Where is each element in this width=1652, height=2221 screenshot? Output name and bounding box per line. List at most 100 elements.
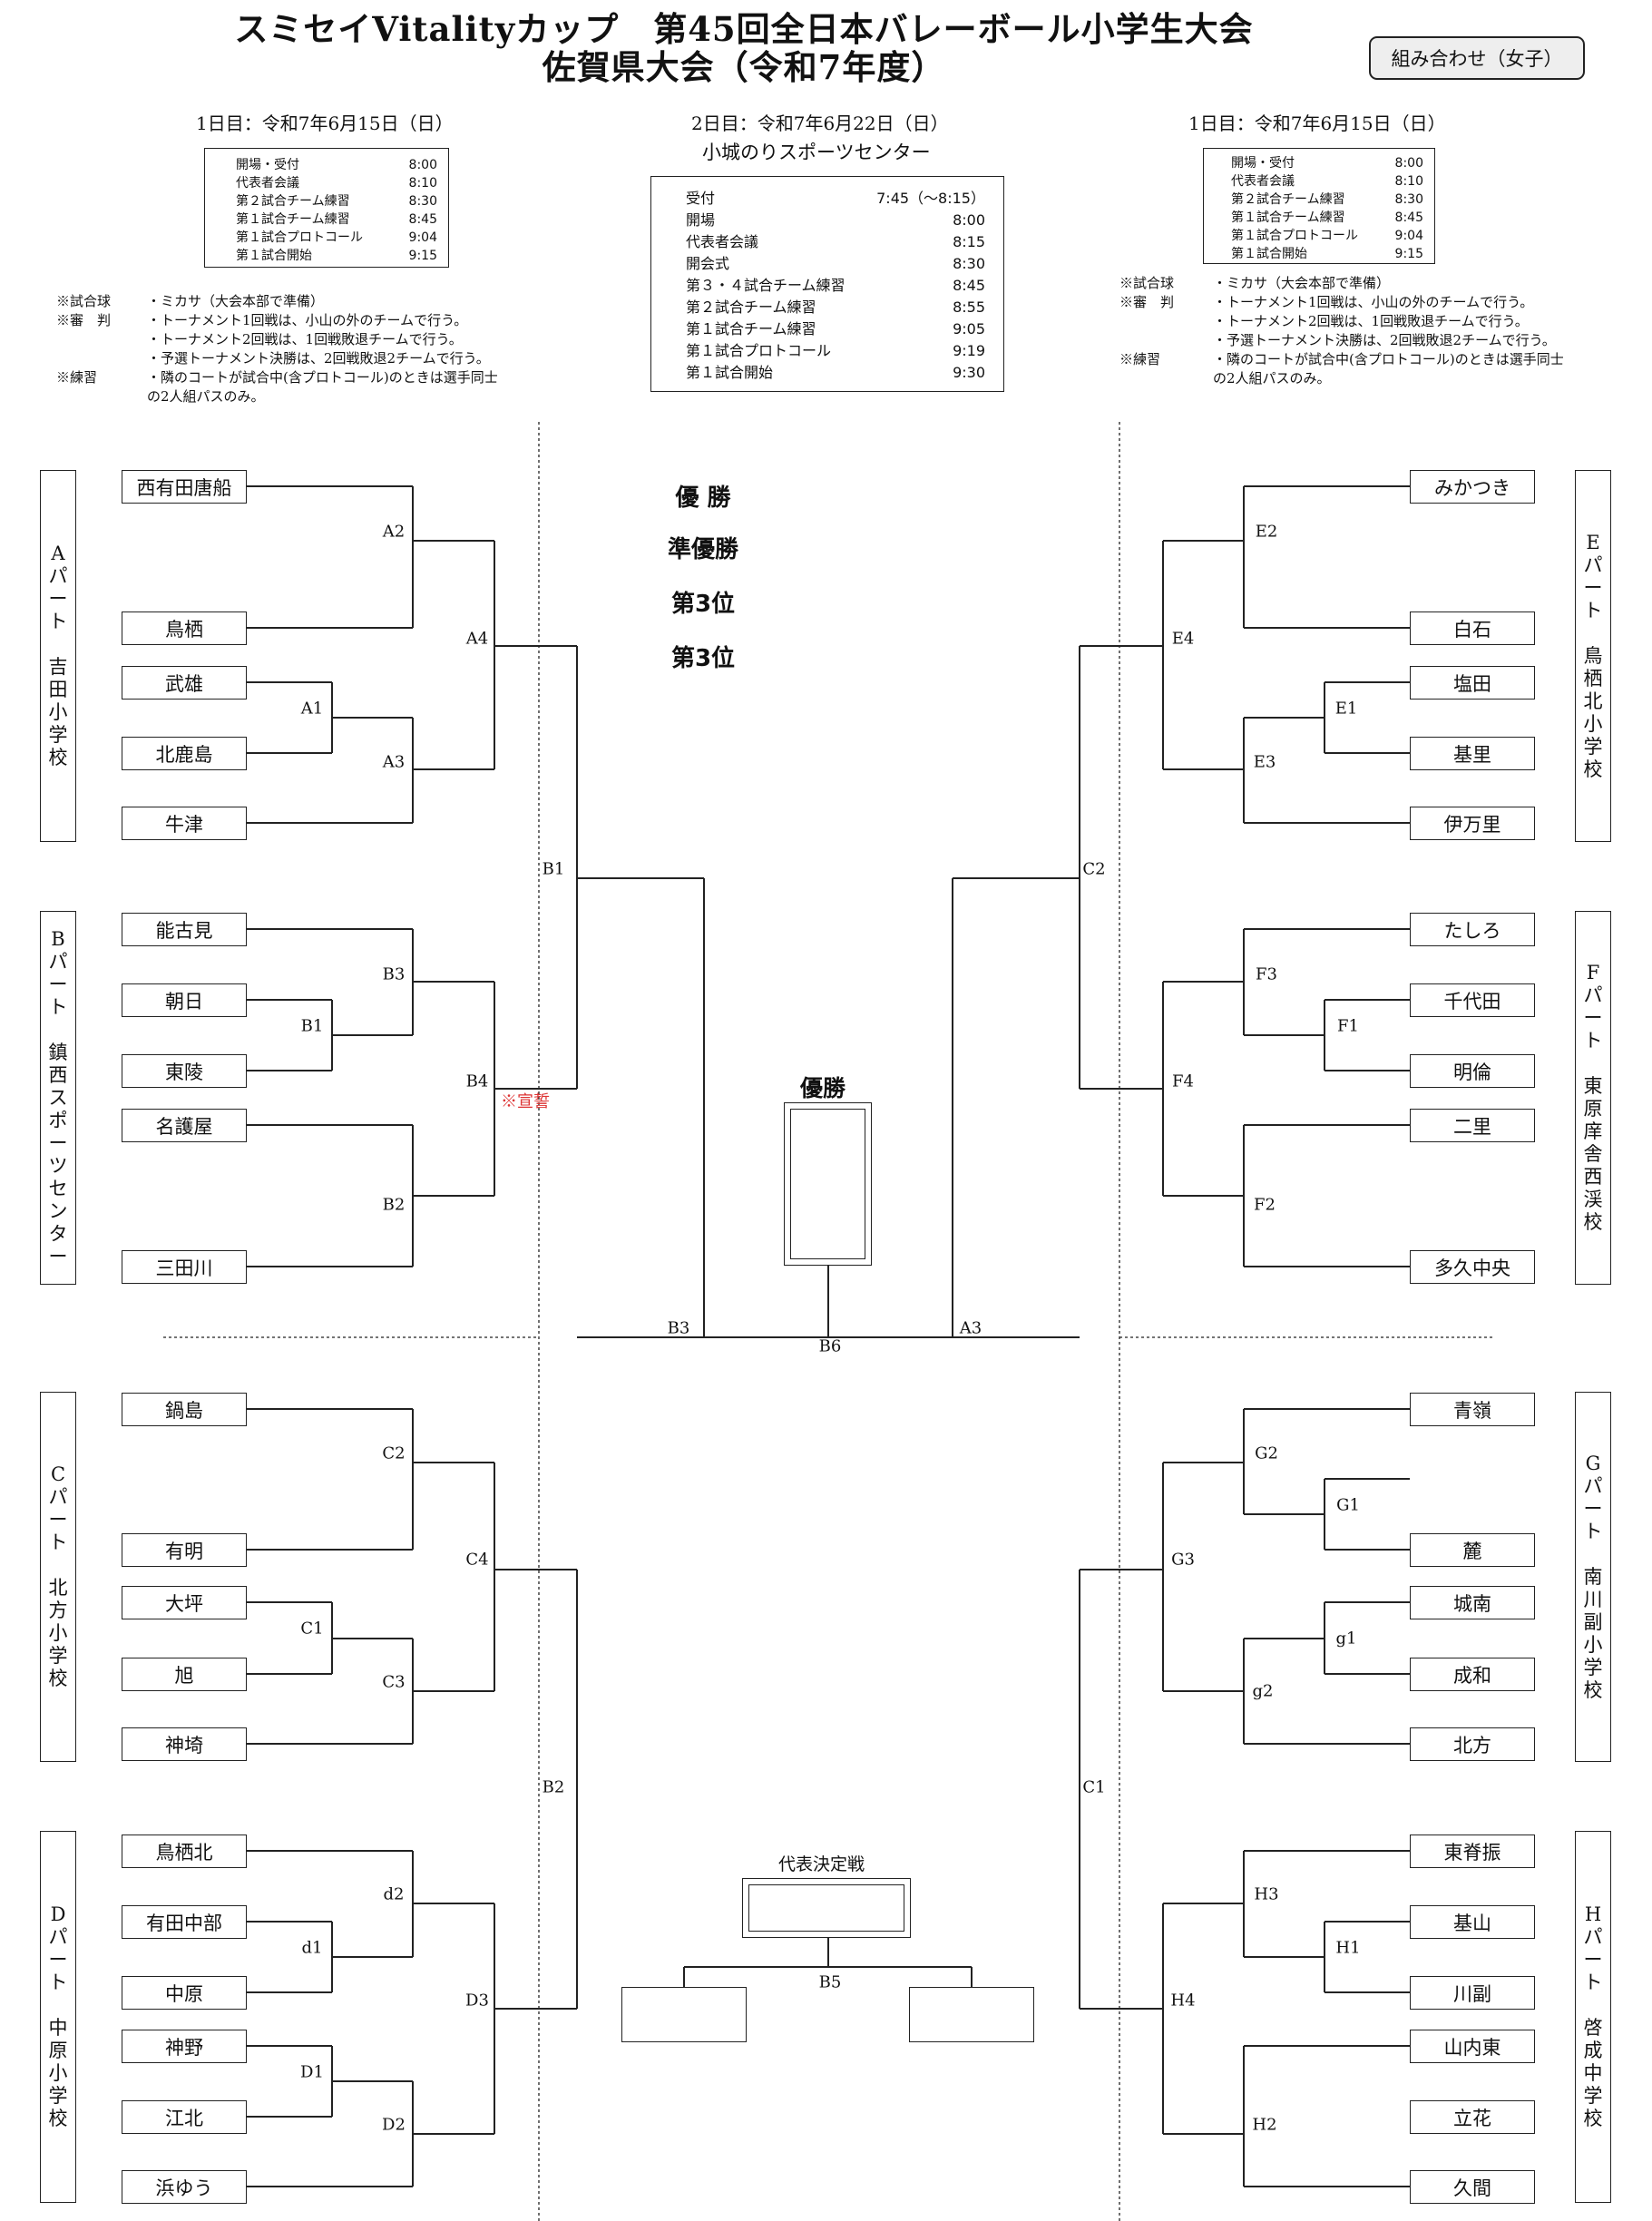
team-box: 北鹿島: [122, 737, 247, 770]
honor-3: 第3位: [670, 591, 736, 618]
match-label: A3: [382, 752, 406, 772]
match-label: H4: [1170, 1991, 1196, 2011]
part-char: 小: [1583, 1633, 1603, 1656]
part-char: 方: [48, 1600, 68, 1621]
match-label: C2: [1082, 859, 1106, 879]
note-text: ・ミカサ（大会本部で準備）: [147, 293, 325, 309]
part-char: 舎: [1583, 1143, 1603, 1165]
part-char: D: [50, 1903, 66, 1925]
note-text: の2人組パスのみ。: [147, 388, 265, 405]
schedule-time: 9:19: [953, 342, 985, 359]
part-char: 副: [1583, 1610, 1603, 1633]
note-label: ※練習: [1119, 351, 1161, 367]
note-label: ※審 判: [56, 312, 112, 328]
schedule-time: 7:45（～8:15）: [876, 190, 985, 207]
part-char: ト: [48, 1972, 68, 1993]
part-char: 校: [1583, 1211, 1603, 1233]
schedule-time: 8:15: [953, 233, 985, 250]
match-label: F2: [1254, 1195, 1276, 1215]
schedule-time: 8:45: [953, 277, 985, 294]
part-char: C: [50, 1463, 66, 1485]
rep-left-box: [621, 1987, 747, 2042]
team-box: 江北: [122, 2100, 247, 2134]
note-text: ・隣のコートが試合中(含プロトコール)のときは選手同士: [1213, 351, 1564, 367]
team-box: 東陵: [122, 1054, 247, 1088]
note-row: ※試合球・ミカサ（大会本部で準備）: [56, 292, 498, 311]
team-box: 二里: [1410, 1109, 1535, 1142]
honor-1: 優 勝: [675, 484, 731, 512]
part-char: 学: [1583, 1656, 1603, 1678]
part-char: F: [1586, 962, 1600, 983]
match-label: H2: [1252, 2115, 1277, 2135]
match-label: A4: [465, 629, 489, 649]
match-label: E3: [1253, 752, 1276, 772]
part-char: パ: [1583, 984, 1603, 1006]
champion-box: [784, 1102, 872, 1266]
match-label: D2: [382, 2115, 406, 2135]
team-box: 浜ゆう: [122, 2170, 247, 2204]
center-venue: 小城のりスポーツセンター: [702, 142, 931, 163]
honor-4: 第3位: [670, 645, 736, 672]
part-char: 西: [48, 1063, 68, 1086]
team-box: 川副: [1410, 1976, 1535, 2010]
schedule-label: 第１試合プロトコール: [686, 342, 832, 359]
part-char: 学: [48, 2085, 68, 2107]
part-char: 学: [48, 1645, 68, 1667]
part-char: H: [1584, 1903, 1602, 1925]
match-label: A1: [300, 699, 324, 719]
team-box: 神埼: [122, 1727, 247, 1761]
match-label: C1: [300, 1619, 324, 1639]
match-label: E4: [1171, 629, 1195, 649]
match-label: H3: [1254, 1884, 1279, 1904]
match-label: B6: [818, 1336, 842, 1356]
schedule-time: 9:04: [408, 230, 437, 245]
match-label: d1: [301, 1938, 323, 1958]
match-label: C1: [1082, 1777, 1106, 1797]
part-char: セ: [48, 1177, 68, 1199]
schedule-label: 第２試合チーム練習: [1231, 192, 1345, 207]
match-label: F4: [1172, 1071, 1194, 1091]
rep-right-box: [909, 1987, 1034, 2042]
schedule-label: 第１試合開始: [686, 364, 774, 381]
schedule-time: 9:15: [1394, 247, 1423, 261]
schedule-row: 第１試合プロトコール 9:19: [686, 340, 985, 362]
match-label: g1: [1335, 1629, 1357, 1649]
team-box: 千代田: [1410, 983, 1535, 1017]
part-char: 原: [1583, 1098, 1603, 1120]
team-box: 能古見: [122, 913, 247, 946]
team-box: 有明: [122, 1533, 247, 1567]
team-box: 中原: [122, 1976, 247, 2010]
match-label: A3: [959, 1318, 982, 1338]
schedule-label: 代表者会議: [686, 233, 759, 250]
part-char: ー: [48, 1509, 68, 1531]
team-box: 武雄: [122, 666, 247, 700]
part-char: 成: [1583, 2040, 1603, 2061]
match-label: E2: [1255, 522, 1278, 542]
part-char: ツ: [48, 1154, 68, 1177]
schedule-time: 8:30: [1394, 192, 1423, 207]
note-row: ・予選トーナメント決勝は、2回戦敗退2チームで行う。: [1119, 331, 1564, 350]
category-badge: 組み合わせ（女子）: [1369, 36, 1585, 80]
part-char: ン: [48, 1199, 68, 1222]
part-char: 吉: [48, 656, 68, 678]
note-text: ・トーナメント2回戦は、1回戦敗退チームで行う。: [147, 331, 463, 347]
match-label: C2: [382, 1443, 406, 1463]
part-char: ト: [48, 1531, 68, 1553]
schedule-time: 8:45: [1394, 210, 1423, 225]
schedule-time: 8:45: [408, 212, 437, 227]
team-box: 牛津: [122, 807, 247, 840]
honor-2: 準優勝: [667, 536, 739, 563]
team-box: 神野: [122, 2030, 247, 2063]
part-char: パ: [48, 950, 68, 973]
note-row: ・トーナメント2回戦は、1回戦敗退チームで行う。: [56, 330, 498, 349]
